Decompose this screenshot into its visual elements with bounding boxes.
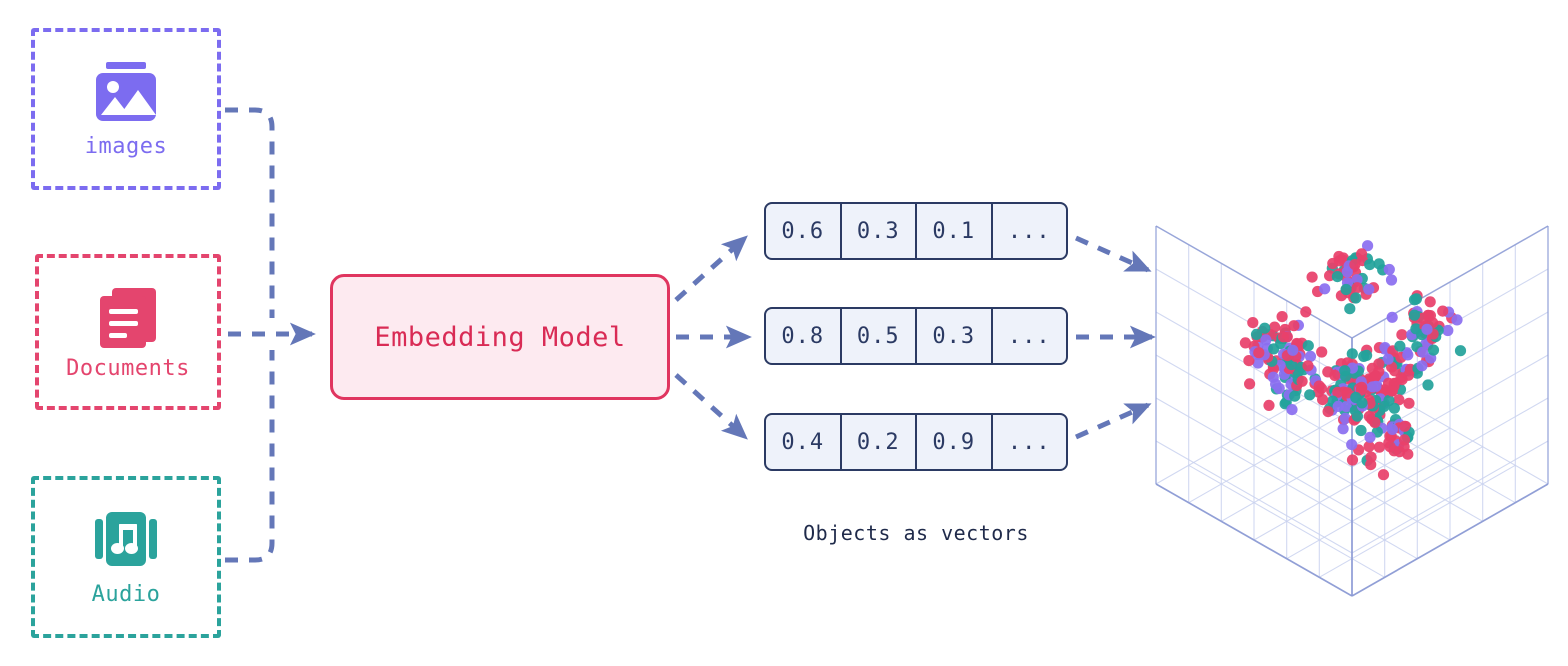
connector-vector-0-to-space (1074, 235, 1152, 273)
source-box-audio[interactable]: Audio (31, 476, 221, 638)
vector-cell: 0.4 (766, 415, 842, 469)
connector-vector-2-to-space (1074, 402, 1152, 440)
embedding-model-node[interactable]: Embedding Model (330, 274, 670, 400)
vector-row[interactable]: 0.4 0.2 0.9 ... (764, 413, 1068, 471)
connector-audio-to-model (225, 350, 275, 563)
vector-cell: 0.5 (842, 309, 917, 363)
embedding-model-label: Embedding Model (374, 321, 626, 353)
vector-cell: 0.8 (766, 309, 842, 363)
vectors-caption: Objects as vectors (803, 521, 1029, 545)
vector-cell: 0.1 (917, 204, 993, 258)
image-icon (90, 60, 162, 126)
vector-cell: 0.3 (842, 204, 917, 258)
documents-icon (92, 284, 164, 350)
source-box-documents[interactable]: Documents (35, 254, 221, 410)
vector-cell: 0.2 (842, 415, 917, 469)
connector-model-to-vector-2 (674, 373, 748, 440)
source-label-audio: Audio (91, 582, 161, 607)
vector-row[interactable]: 0.6 0.3 0.1 ... (764, 202, 1068, 260)
vector-row[interactable]: 0.8 0.5 0.3 ... (764, 307, 1068, 365)
vector-cell: 0.3 (917, 309, 993, 363)
vector-cell-ellipsis: ... (1007, 218, 1051, 244)
vector-cell-ellipsis: ... (1007, 323, 1051, 349)
cube-grid (1155, 225, 1549, 597)
cube-point-cloud (1239, 240, 1467, 481)
source-label-images: images (84, 134, 168, 159)
source-box-images[interactable]: images (31, 28, 221, 190)
source-label-documents: Documents (66, 356, 190, 381)
connector-images-to-model (225, 107, 275, 318)
vector-cell: 0.6 (766, 204, 842, 258)
connector-model-to-vector-0 (674, 235, 748, 302)
audio-icon (90, 508, 162, 574)
vector-cell: 0.9 (917, 415, 993, 469)
vector-cell-ellipsis: ... (1007, 429, 1051, 455)
